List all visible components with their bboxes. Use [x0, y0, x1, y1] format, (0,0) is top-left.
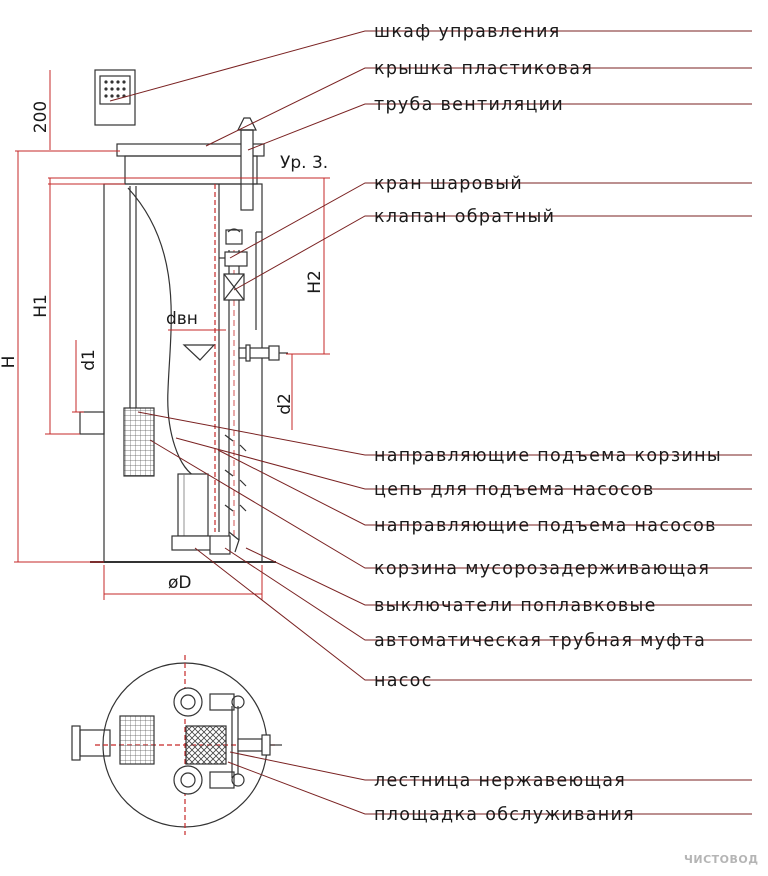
dim-d1: d1: [79, 349, 99, 371]
dim-200: 200: [31, 101, 51, 133]
label-pump-chain: цепь для подъема насосов: [374, 480, 655, 500]
ventilation-pipe: [237, 117, 257, 211]
label-auto-coupling: автоматическая трубная муфта: [374, 631, 706, 651]
dimension-texts: 200 H H1 d1 H2 d2 dвн øD Ур. 3.: [0, 101, 328, 593]
dim-H: H: [0, 356, 19, 369]
auto-coupling: [209, 535, 231, 555]
inlet-pipe: [79, 411, 105, 435]
label-control-cabinet: шкаф управления: [374, 22, 561, 42]
check-valve: [223, 273, 245, 301]
label-vent-pipe: труба вентиляции: [374, 95, 564, 115]
dim-dvn: dвн: [166, 309, 198, 329]
label-pump-guides: направляющие подъема насосов: [374, 516, 717, 536]
watermark: ЧИСТОВОД: [684, 853, 759, 866]
float-switches: [224, 434, 247, 512]
callout-labels: шкаф управления крышка пластиковая труба…: [374, 22, 722, 825]
dim-d2: d2: [275, 393, 295, 415]
dim-H1: H1: [31, 294, 51, 318]
dimension-lines: [14, 70, 330, 600]
level-3: Ур. 3.: [280, 153, 328, 173]
label-ball-valve: кран шаровый: [374, 174, 523, 194]
cover-neck: [124, 155, 258, 185]
pump: [171, 473, 240, 555]
label-basket-guides: направляющие подъема корзины: [374, 446, 722, 466]
dim-D: øD: [168, 573, 192, 593]
service-platform-plan: [185, 725, 227, 765]
label-plastic-cover: крышка пластиковая: [374, 59, 593, 79]
outlet-pipe: [238, 344, 288, 362]
label-float-switches: выключатели поплавковые: [374, 596, 657, 616]
control-cabinet: [94, 69, 136, 126]
leader-lines: [109, 30, 752, 815]
label-trash-basket: корзина мусорозадерживающая: [374, 559, 710, 579]
section-view: [79, 69, 288, 563]
label-pump: насос: [374, 671, 433, 691]
dim-H2: H2: [305, 270, 325, 294]
platform-bracket: [182, 344, 216, 361]
ball-valve: [219, 228, 248, 267]
label-service-platform: площадка обслуживания: [374, 805, 635, 825]
label-check-valve: клапан обратный: [374, 207, 555, 227]
trash-basket: [123, 407, 155, 477]
label-ladder: лестница нержавеющая: [374, 771, 626, 791]
plan-view: [71, 655, 282, 835]
